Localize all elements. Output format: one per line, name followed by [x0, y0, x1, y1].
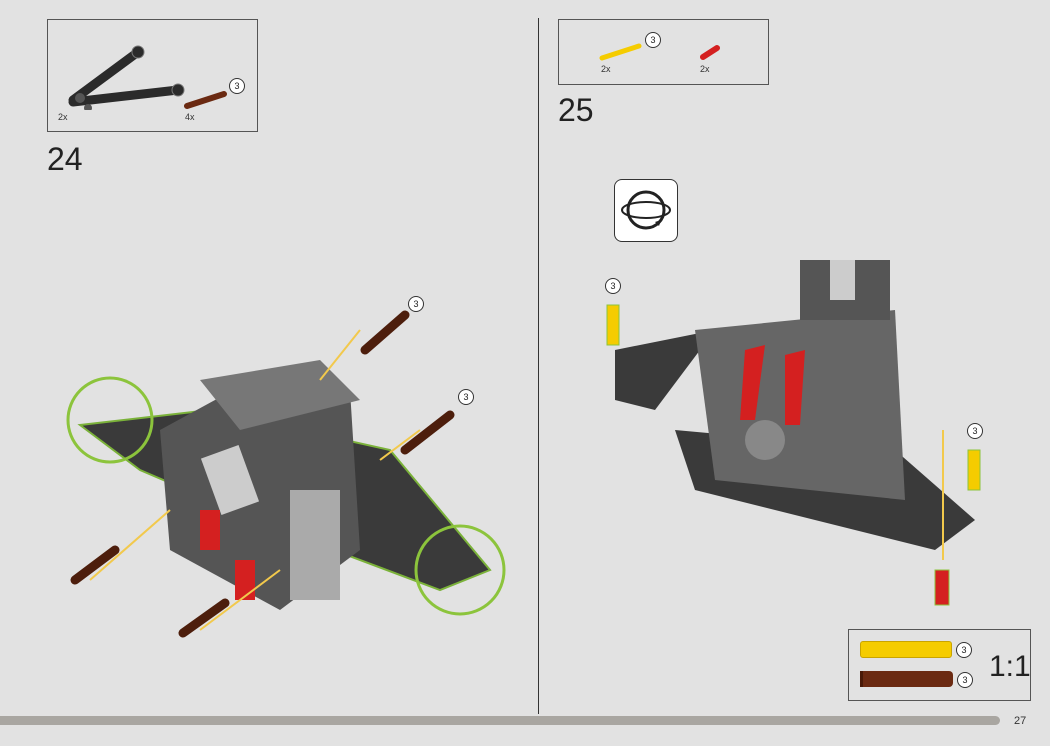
yellow-axle-scale — [860, 641, 952, 658]
callout-count: 3 — [229, 78, 245, 94]
scale-box: 3 3 1:1 — [848, 629, 1031, 701]
red-pin-part — [700, 45, 720, 60]
step-25-parts-box: 3 2x 2x — [558, 19, 769, 85]
brown-pin-quantity: 4x — [185, 112, 195, 122]
callout-count: 3 — [957, 672, 973, 688]
step-25-model-illustration — [606, 260, 981, 606]
yellow-axle-quantity: 2x — [601, 64, 611, 74]
yellow-axle-part — [599, 43, 642, 61]
callout-count: 3 — [956, 642, 972, 658]
progress-bar — [0, 716, 1000, 725]
callout-count: 3 — [967, 423, 983, 439]
red-pin-quantity: 2x — [700, 64, 710, 74]
wishbone-quantity: 2x — [58, 112, 68, 122]
step-number: 25 — [558, 92, 594, 128]
callout-count: 3 — [605, 278, 621, 294]
brown-pin-scale — [860, 671, 953, 687]
step-24-model-illustration — [66, 310, 506, 638]
step-number: 24 — [47, 141, 83, 177]
wishbone-arm-part — [68, 45, 185, 110]
callout-count: 3 — [458, 389, 474, 405]
callout-count: 3 — [408, 296, 424, 312]
callout-count: 3 — [645, 32, 661, 48]
rotate-model-icon — [614, 179, 678, 242]
step-divider — [538, 18, 539, 714]
step-24-parts-box: 2x 4x 3 — [47, 19, 258, 132]
page-number: 27 — [1014, 715, 1027, 727]
brown-pin-part — [184, 91, 227, 109]
scale-label: 1:1 — [989, 650, 1031, 683]
